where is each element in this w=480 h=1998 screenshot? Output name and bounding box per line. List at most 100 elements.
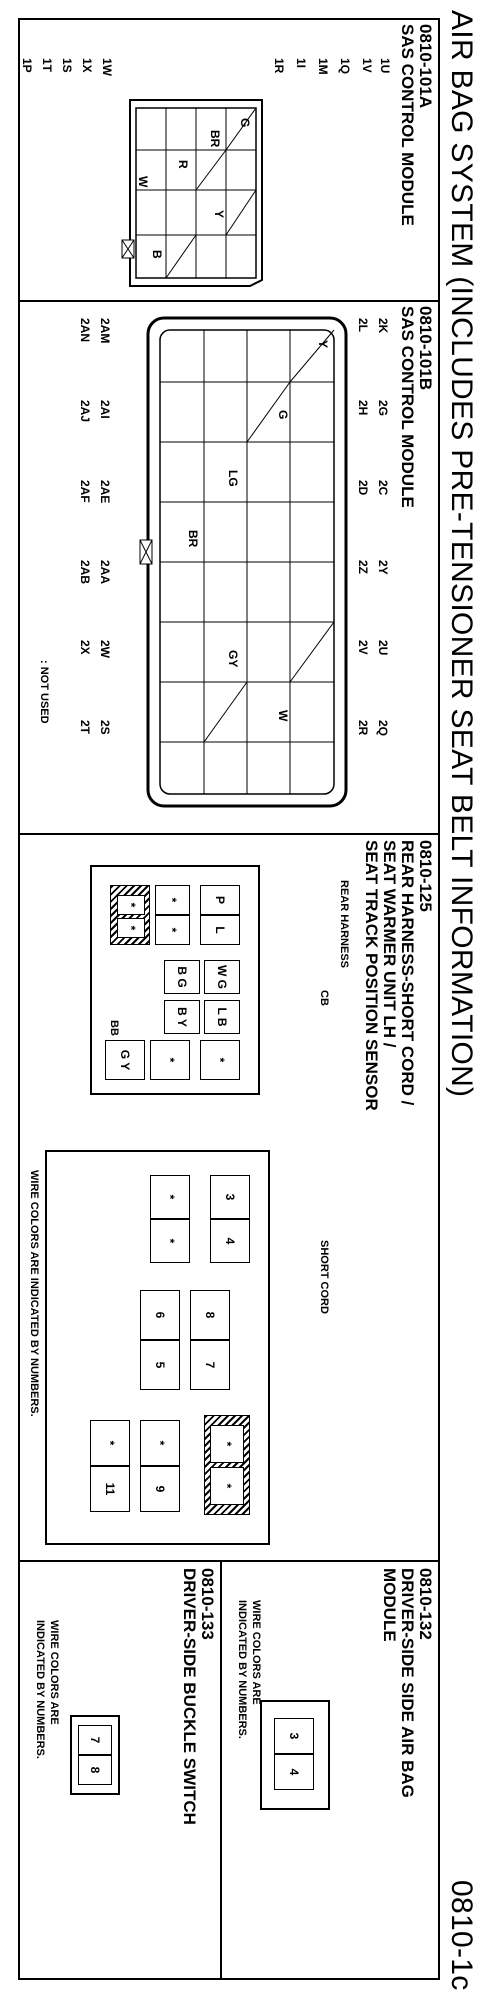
section-e-wire-note-1: WIRE COLORS ARE: [48, 1620, 60, 1725]
section-e-title: DRIVER-SIDE BUCKLE SWITCH: [180, 1568, 199, 1825]
not-used-mark: *: [210, 1425, 244, 1463]
pin-4: 4: [210, 1219, 250, 1263]
pin-7: 7: [78, 1725, 112, 1755]
wire-w-g: W G: [204, 960, 240, 994]
pin-7: 7: [190, 1340, 230, 1390]
not-used-mark: *: [155, 885, 190, 915]
pin-label: 2L: [356, 318, 370, 333]
pin-p: P: [200, 885, 240, 915]
connector-b-drawing: [139, 316, 348, 808]
pin-label: 2D: [356, 480, 370, 496]
pin-label: 1U: [378, 58, 392, 74]
wire-color: Y: [212, 210, 226, 219]
pin-label: 2K: [376, 318, 390, 334]
wire-color: G: [276, 410, 290, 420]
not-used-mark: *: [150, 1219, 190, 1263]
pin-9: 9: [140, 1466, 180, 1512]
section-d-wire-note-1: WIRE COLORS ARE: [250, 1600, 262, 1705]
wire-b-y: B Y: [164, 1000, 200, 1034]
cb-label: CB: [318, 990, 330, 1006]
section-e-wire-note-2: INDICATED BY NUMBERS.: [34, 1620, 46, 1759]
pin-label: 2AF: [78, 480, 92, 503]
not-used-mark: *: [117, 918, 145, 938]
pin-label: 2AJ: [78, 400, 92, 423]
pin-label: 2AA: [98, 560, 112, 585]
pin-label: 2AM: [98, 318, 112, 344]
wire-color: W: [276, 710, 290, 722]
pin-3: 3: [274, 1718, 314, 1754]
pin-label: 2Z: [356, 560, 370, 575]
not-used-mark: *: [150, 1175, 190, 1219]
divider-3: [20, 1560, 440, 1562]
pin-label: 1V: [360, 58, 374, 73]
wire-color: BR: [208, 130, 222, 148]
section-e-code: 0810-133: [198, 1568, 217, 1640]
short-cord-label: SHORT CORD: [318, 1240, 330, 1314]
pin-label: 2AI: [98, 400, 112, 419]
pin-label: 1R: [272, 58, 286, 74]
wire-b-g: B G: [164, 960, 200, 994]
pin-label: 2R: [356, 720, 370, 736]
not-used-mark: *: [150, 1040, 190, 1080]
not-used-mark: *: [155, 915, 190, 945]
section-d-code: 0810-132: [416, 1568, 435, 1640]
pin-label: 1Q: [338, 58, 352, 75]
wire-color: G: [238, 118, 252, 128]
not-used-mark: *: [90, 1420, 130, 1466]
pin-label: 1M: [316, 58, 330, 75]
pin-label: 1T: [40, 58, 54, 73]
not-used-legend: : NOT USED: [38, 660, 50, 724]
pin-label: 2G: [376, 400, 390, 417]
pin-label: 2V: [356, 640, 370, 655]
pin-label: 2U: [376, 640, 390, 656]
pin-label: 2X: [78, 640, 92, 655]
wire-color: B: [150, 250, 164, 259]
section-c-line-2: SEAT WARMER UNIT LH /: [380, 840, 399, 1048]
divider-2: [20, 833, 440, 835]
wire-color: GY: [226, 650, 240, 668]
pin-3: 3: [210, 1175, 250, 1219]
pin-label: 2S: [98, 720, 112, 735]
wire-color: R: [176, 160, 190, 169]
pin-label: 2AN: [78, 318, 92, 343]
section-d-line-2: MODULE: [380, 1568, 399, 1642]
pin-label: 2W: [98, 640, 112, 658]
pin-8: 8: [78, 1755, 112, 1785]
section-c-line-1: REAR HARNESS-SHORT CORD /: [398, 840, 417, 1106]
pin-label: 1X: [80, 58, 94, 73]
section-c-line-3: SEAT TRACK POSITION SENSOR: [362, 840, 381, 1111]
pin-label: 2C: [376, 480, 390, 496]
pin-label: 1I: [294, 58, 308, 69]
section-c-wire-note: WIRE COLORS ARE INDICATED BY NUMBERS.: [28, 1170, 40, 1417]
pin-label: 2Q: [376, 720, 390, 737]
pin-5: 5: [140, 1340, 180, 1390]
pin-6: 6: [140, 1290, 180, 1340]
pin-label: 2AB: [78, 560, 92, 585]
rear-harness-label: REAR HARNESS: [338, 880, 350, 969]
pin-4: 4: [274, 1754, 314, 1790]
not-used-mark: *: [200, 1040, 240, 1080]
wire-color: W: [136, 176, 150, 188]
pin-label: 2H: [356, 400, 370, 416]
not-used-mark: *: [140, 1420, 180, 1466]
pin-label: 1S: [60, 58, 74, 73]
connector-a-drawing: [121, 99, 263, 287]
wire-l-b: L B: [204, 1000, 240, 1034]
pin-8: 8: [190, 1290, 230, 1340]
pin-11: 11: [90, 1466, 130, 1512]
wire-color: Y: [316, 340, 330, 349]
divider-4: [220, 1560, 222, 1978]
wire-g-y: G Y: [105, 1040, 145, 1080]
sheet-code: 0810-1c: [445, 1880, 478, 1991]
pin-label: 2T: [78, 720, 92, 735]
section-a-code: 0810-101A: [416, 24, 435, 109]
pin-label: 2AE: [98, 480, 112, 504]
wire-color: LG: [226, 470, 240, 487]
section-b-code: 0810-101B: [416, 306, 435, 391]
not-used-mark: *: [210, 1467, 244, 1505]
section-c-code: 0810-125: [416, 840, 435, 912]
section-b-title: SAS CONTROL MODULE: [398, 306, 417, 508]
pin-label: 1P: [20, 58, 34, 73]
